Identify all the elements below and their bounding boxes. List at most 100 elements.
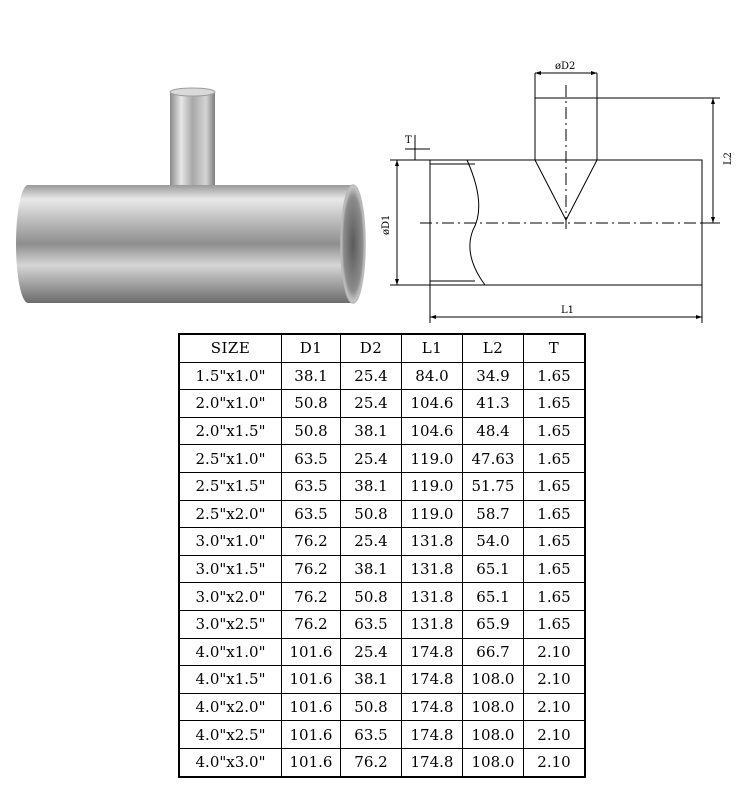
cell-l2: 54.0 <box>462 527 524 556</box>
cell-d2: 50.8 <box>340 692 402 722</box>
cell-l1: 104.6 <box>401 389 463 418</box>
cell-t: 1.65 <box>523 416 586 446</box>
cell-d2: 38.1 <box>340 416 402 446</box>
cell-l2: 65.1 <box>462 582 524 611</box>
cell-d1: 76.2 <box>281 609 341 639</box>
cell-d1: 63.5 <box>281 471 341 501</box>
cell-d1: 63.5 <box>281 444 341 473</box>
cell-d2: 25.4 <box>340 361 402 391</box>
cell-size: 2.5"x2.0" <box>178 499 282 529</box>
tee-dimension-drawing: øD2 T øD1 L2 L1 <box>381 61 734 323</box>
l2-label: L2 <box>723 152 734 165</box>
header-size: SIZE <box>178 333 282 363</box>
cell-t: 1.65 <box>523 499 586 529</box>
l1-label: L1 <box>561 305 574 316</box>
cell-d1: 38.1 <box>281 361 341 391</box>
cell-l2: 65.1 <box>462 554 524 584</box>
cell-d2: 25.4 <box>340 444 402 473</box>
header-l2: L2 <box>462 333 524 363</box>
reducing-tee-photo <box>16 87 366 304</box>
cell-t: 1.65 <box>523 582 586 611</box>
cell-l2: 108.0 <box>462 692 524 722</box>
cell-d1: 50.8 <box>281 416 341 446</box>
cell-d2: 50.8 <box>340 582 402 611</box>
cell-l2: 48.4 <box>462 416 524 446</box>
cell-size: 3.0"x2.0" <box>178 582 282 611</box>
cell-l2: 65.9 <box>462 609 524 639</box>
cell-size: 3.0"x1.5" <box>178 554 282 584</box>
cell-l1: 119.0 <box>401 444 463 473</box>
cell-d2: 50.8 <box>340 499 402 529</box>
cell-t: 2.10 <box>523 692 586 722</box>
cell-t: 1.65 <box>523 527 586 556</box>
cell-t: 2.10 <box>523 747 586 778</box>
cell-d2: 38.1 <box>340 471 402 501</box>
cell-d1: 50.8 <box>281 389 341 418</box>
cell-l1: 174.8 <box>401 720 463 749</box>
cell-d2: 38.1 <box>340 665 402 694</box>
cell-t: 1.65 <box>523 471 586 501</box>
cell-size: 2.0"x1.5" <box>178 416 282 446</box>
cell-d1: 101.6 <box>281 747 341 778</box>
cell-d2: 63.5 <box>340 609 402 639</box>
cell-d2: 25.4 <box>340 637 402 667</box>
cell-l2: 34.9 <box>462 361 524 391</box>
d2-label: øD2 <box>555 61 575 72</box>
cell-t: 1.65 <box>523 361 586 391</box>
cell-l2: 66.7 <box>462 637 524 667</box>
cell-d2: 25.4 <box>340 389 402 418</box>
cell-size: 4.0"x2.0" <box>178 692 282 722</box>
cell-d1: 76.2 <box>281 554 341 584</box>
cell-l1: 131.8 <box>401 527 463 556</box>
cell-l1: 84.0 <box>401 361 463 391</box>
cell-t: 2.10 <box>523 720 586 749</box>
cell-l2: 51.75 <box>462 471 524 501</box>
cell-l2: 58.7 <box>462 499 524 529</box>
cell-size: 4.0"x1.5" <box>178 665 282 694</box>
cell-t: 2.10 <box>523 637 586 667</box>
cell-d2: 25.4 <box>340 527 402 556</box>
cell-d2: 63.5 <box>340 720 402 749</box>
cell-t: 1.65 <box>523 609 586 639</box>
cell-d2: 38.1 <box>340 554 402 584</box>
cell-d1: 76.2 <box>281 527 341 556</box>
cell-d1: 101.6 <box>281 665 341 694</box>
cell-d1: 101.6 <box>281 637 341 667</box>
cell-size: 2.5"x1.0" <box>178 444 282 473</box>
cell-l1: 119.0 <box>401 471 463 501</box>
cell-l1: 119.0 <box>401 499 463 529</box>
header-d2: D2 <box>340 333 402 363</box>
cell-t: 1.65 <box>523 554 586 584</box>
cell-l1: 174.8 <box>401 692 463 722</box>
cell-t: 1.65 <box>523 444 586 473</box>
cell-l2: 47.63 <box>462 444 524 473</box>
t-label: T <box>405 135 412 146</box>
cell-d1: 63.5 <box>281 499 341 529</box>
cell-l1: 131.8 <box>401 554 463 584</box>
cell-size: 4.0"x1.0" <box>178 637 282 667</box>
table-header-row: SIZE D1 D2 L1 L2 T <box>178 333 586 363</box>
cell-d1: 101.6 <box>281 720 341 749</box>
cell-l1: 174.8 <box>401 637 463 667</box>
d1-label: øD1 <box>381 215 392 235</box>
cell-l1: 104.6 <box>401 416 463 446</box>
cell-size: 2.5"x1.5" <box>178 471 282 501</box>
cell-size: 2.0"x1.0" <box>178 389 282 418</box>
cell-t: 2.10 <box>523 665 586 694</box>
header-d1: D1 <box>281 333 341 363</box>
